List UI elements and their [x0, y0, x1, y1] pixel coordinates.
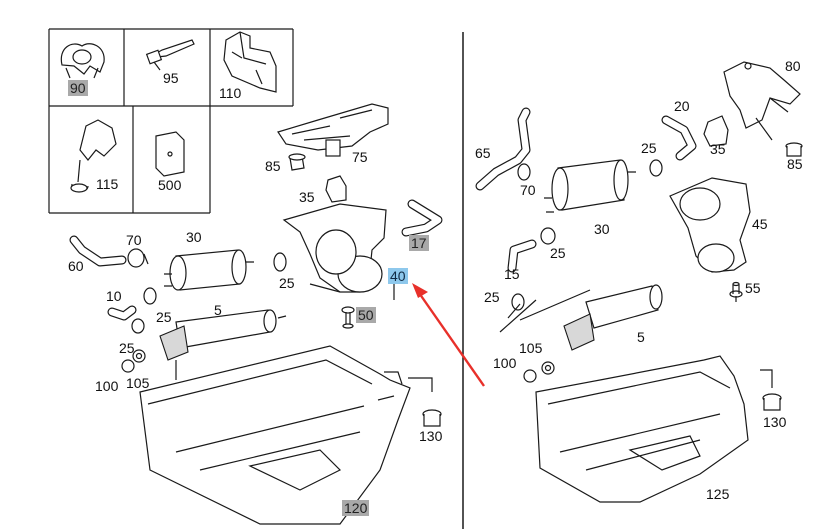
- part-75-bracket: [277, 103, 389, 157]
- callout-110[interactable]: 110: [219, 85, 242, 101]
- part-100-105-washers: [121, 349, 146, 373]
- part-25-clamps-right: [511, 159, 663, 311]
- part-25-clamp: [131, 252, 287, 334]
- part-40-strap: [282, 203, 387, 293]
- part-120-guard: [139, 345, 411, 525]
- part-10-hose: [107, 305, 137, 321]
- part-60-hose: [69, 235, 127, 267]
- part-130-nut-right: [762, 393, 782, 411]
- callout-85-right[interactable]: 85: [787, 156, 803, 172]
- part-30-filter: [164, 249, 254, 291]
- part-30-filter-right: [544, 159, 636, 213]
- callout-70-left[interactable]: 70: [126, 232, 142, 248]
- part-70-clamp: [127, 248, 149, 268]
- part-85-nut-right: [785, 142, 803, 157]
- part-65-hose: [475, 107, 531, 191]
- callout-70-right[interactable]: 70: [520, 182, 536, 198]
- callout-125[interactable]: 125: [706, 486, 730, 502]
- part-15-hose: [507, 239, 537, 273]
- callout-40[interactable]: 40: [388, 268, 408, 284]
- callout-65[interactable]: 65: [475, 145, 491, 161]
- callout-95[interactable]: 95: [163, 70, 179, 86]
- callout-25-left-a[interactable]: 25: [279, 275, 295, 291]
- callout-30-left[interactable]: 30: [186, 229, 202, 245]
- highlight-arrow: [412, 283, 485, 387]
- callout-17[interactable]: 17: [409, 235, 429, 251]
- part-35-grommet-right: [703, 115, 729, 147]
- callout-10[interactable]: 10: [106, 288, 122, 304]
- part-125-guard: [535, 355, 749, 503]
- inset-frames: [48, 28, 294, 214]
- part-50-bolt: [341, 306, 355, 329]
- callout-35-left[interactable]: 35: [299, 189, 315, 205]
- part-115-bracket: [70, 119, 117, 193]
- part-55-bolt: [729, 281, 743, 298]
- callout-130-left[interactable]: 130: [419, 428, 443, 444]
- part-17-hose: [401, 199, 443, 237]
- part-100-105-right: [523, 361, 555, 383]
- part-95-tie: [145, 39, 195, 71]
- part-500-pad: [155, 131, 185, 177]
- callout-25-left-c[interactable]: 25: [119, 340, 135, 356]
- callout-20[interactable]: 20: [674, 98, 690, 114]
- part-90-clip: [60, 43, 105, 79]
- callout-100-right[interactable]: 100: [493, 355, 517, 371]
- leader-lines: [175, 274, 773, 392]
- callout-45[interactable]: 45: [752, 216, 768, 232]
- part-5-pump: [159, 309, 287, 361]
- callout-15[interactable]: 15: [504, 266, 520, 282]
- callout-50[interactable]: 50: [356, 307, 376, 323]
- callout-30-right[interactable]: 30: [594, 221, 610, 237]
- callout-35-right[interactable]: 35: [710, 141, 726, 157]
- part-35-grommet: [325, 175, 347, 203]
- part-20-hose: [661, 115, 697, 161]
- callout-90[interactable]: 90: [68, 80, 88, 96]
- part-85-nut: [288, 153, 306, 171]
- callout-5-right[interactable]: 5: [637, 329, 645, 345]
- part-130-nut: [422, 409, 442, 427]
- callout-25-right-a[interactable]: 25: [641, 140, 657, 156]
- callout-85-left[interactable]: 85: [265, 158, 281, 174]
- callout-100-left[interactable]: 100: [95, 378, 119, 394]
- part-45-holder: [669, 177, 751, 273]
- callout-25-left-b[interactable]: 25: [156, 309, 172, 325]
- callout-105-right[interactable]: 105: [519, 340, 543, 356]
- callout-500[interactable]: 500: [158, 177, 182, 193]
- callout-5-left[interactable]: 5: [214, 302, 222, 318]
- callout-60[interactable]: 60: [68, 258, 84, 274]
- callout-25-right-c[interactable]: 25: [484, 289, 500, 305]
- callout-105-left[interactable]: 105: [126, 375, 150, 391]
- callout-115[interactable]: 115: [96, 176, 119, 192]
- part-80-bracket: [723, 61, 801, 141]
- part-5-pump-right: [563, 284, 663, 351]
- callout-120[interactable]: 120: [342, 500, 370, 516]
- callout-25-right-b[interactable]: 25: [550, 245, 566, 261]
- callout-55[interactable]: 55: [745, 280, 761, 296]
- callout-80[interactable]: 80: [785, 58, 801, 74]
- part-70-clamp-right: [517, 163, 531, 181]
- part-110-bracket: [223, 31, 277, 93]
- callout-130-right[interactable]: 130: [763, 414, 787, 430]
- callout-75[interactable]: 75: [352, 149, 368, 165]
